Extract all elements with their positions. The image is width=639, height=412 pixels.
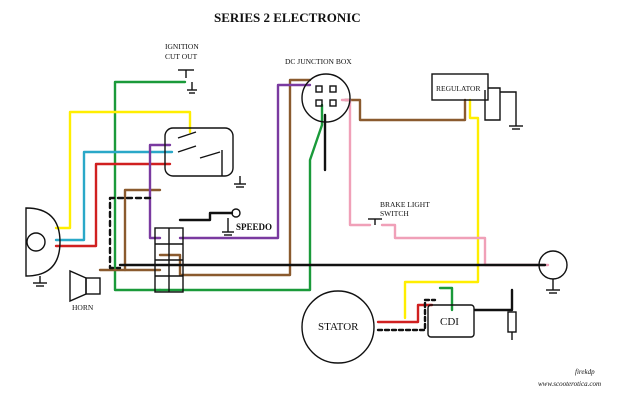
tail-light (538, 250, 568, 294)
horn: HORN (69, 269, 101, 312)
dc-junction-box-label: DC JUNCTION BOX (285, 57, 352, 66)
pink-wire (340, 98, 372, 227)
brown-wire-up (123, 188, 162, 272)
green-wire-junction (158, 103, 324, 292)
dc-junction-terminal-2 (329, 85, 337, 93)
ignition-cut-out: IGNITION CUT OUT (165, 42, 199, 94)
ignition-label-line2: CUT OUT (165, 52, 198, 61)
black-wires (108, 113, 547, 332)
black-dashed-wire (108, 196, 152, 270)
stator-label: STATOR (318, 321, 359, 333)
cdi: CDI (427, 304, 475, 338)
regulator-label: REGULATOR (436, 84, 480, 93)
horn-label: HORN (72, 303, 94, 312)
cdi-body (427, 304, 475, 338)
brake-label-line2: SWITCH (380, 209, 409, 218)
cdi-label: CDI (440, 316, 459, 328)
spark-plug-body (507, 311, 517, 333)
brown-wire-switch (158, 78, 312, 277)
light-switch-housing (164, 127, 234, 177)
pink-wire-tail (380, 223, 550, 267)
credit-author: firekdp (575, 368, 595, 376)
purple-wires (148, 83, 312, 240)
green-wire-ignition (113, 80, 187, 292)
brake-label-line1: BRAKE LIGHT (380, 200, 430, 209)
brown-wires (98, 78, 467, 277)
blue-wire (54, 150, 174, 242)
light-switch-contact-3 (199, 151, 221, 159)
regulator-body (431, 73, 489, 101)
light-switch-box (164, 127, 246, 188)
spark-plug (507, 311, 517, 340)
green-wire-cdi (438, 286, 454, 312)
yellow-wires (54, 98, 480, 320)
pink-wires (340, 98, 550, 267)
black-dashed-stator (376, 298, 437, 332)
diagram-title: SERIES 2 ELECTRONIC (214, 10, 361, 25)
headlight (25, 207, 61, 287)
purple-wire (148, 143, 172, 240)
ignition-label-line1: IGNITION (165, 42, 199, 51)
blue-wires (54, 150, 174, 242)
stator: STATOR (301, 290, 375, 364)
light-switch-contact-2 (177, 145, 197, 153)
dc-junction-box: DC JUNCTION BOX (285, 57, 352, 123)
dc-junction-terminal-1 (315, 85, 323, 93)
horn-bell (69, 269, 87, 303)
purple-wire-junction (178, 83, 312, 240)
dc-junction-terminal-3 (315, 99, 323, 107)
red-wire (54, 162, 172, 248)
black-cdi-plug (473, 288, 514, 312)
brake-light-switch: BRAKE LIGHT SWITCH (368, 200, 430, 225)
regulator-ground-stem (500, 91, 517, 126)
headlight-bulb (26, 232, 46, 252)
terminal-block (154, 227, 184, 293)
black-speedo-wire (178, 211, 234, 222)
horn-body (85, 277, 101, 295)
stator-body (301, 290, 375, 364)
brown-wire-regulator (343, 98, 467, 122)
green-wires (113, 80, 454, 312)
yellow-wire-headlight (54, 110, 192, 230)
speedo-label: SPEEDO (236, 222, 272, 232)
speedo-lamp (231, 208, 241, 218)
regulator-ground-wire (484, 87, 501, 121)
speedo: SPEEDO (222, 208, 272, 236)
regulator: REGULATOR (431, 73, 523, 130)
dc-junction-terminal-4 (329, 99, 337, 107)
dc-junction-box-body (301, 73, 351, 123)
headlight-housing (25, 207, 61, 277)
light-switch-contact-1 (177, 131, 197, 139)
credit-website: www.scooterotica.com (538, 380, 601, 388)
yellow-wire-regulator (403, 98, 480, 320)
